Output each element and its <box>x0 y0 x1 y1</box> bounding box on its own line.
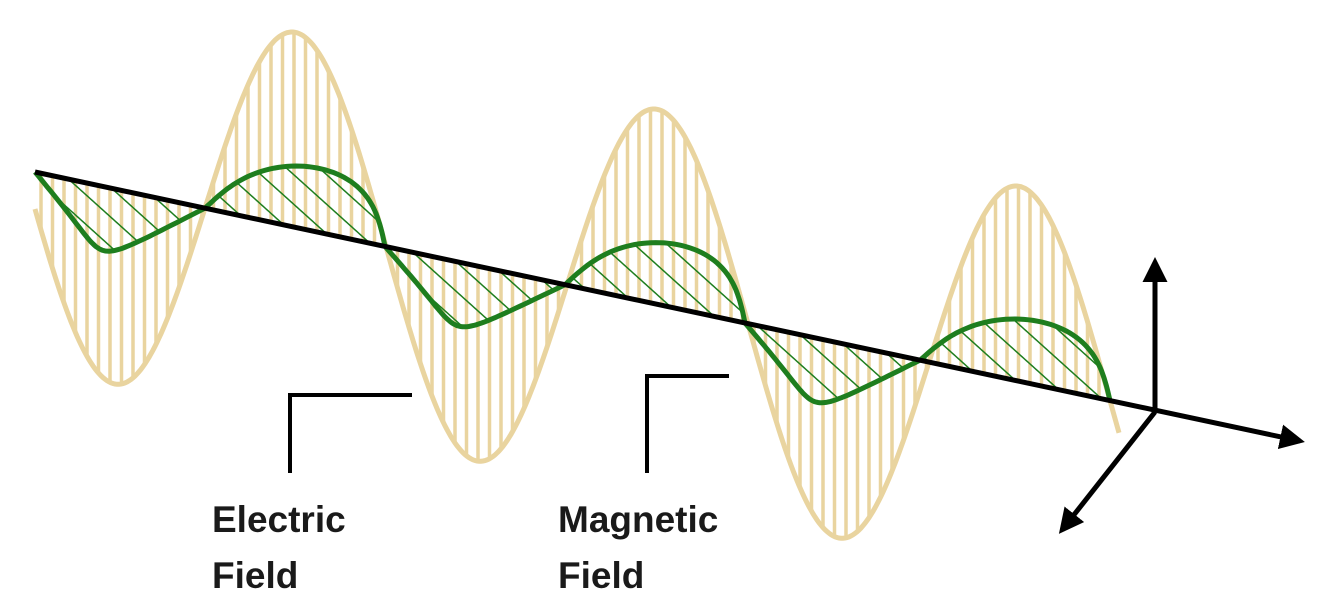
magnetic-field-leader <box>645 374 729 473</box>
electric-field-leader <box>288 393 412 473</box>
magnetic-field-label-line2: Field <box>558 555 645 596</box>
electric-field-label-line1: Electric <box>212 499 346 540</box>
propagation-axis <box>34 169 1305 450</box>
electric-field-label: Electric Field <box>212 492 346 604</box>
magnetic-field-label: Magnetic Field <box>558 492 718 604</box>
magnetic-field-label-line1: Magnetic <box>558 499 719 540</box>
electric-field-label-line2: Field <box>212 555 299 596</box>
axis-depth-arrow <box>1058 410 1157 534</box>
electric-field-outline <box>32 29 1122 541</box>
coordinate-axes <box>1058 257 1168 534</box>
